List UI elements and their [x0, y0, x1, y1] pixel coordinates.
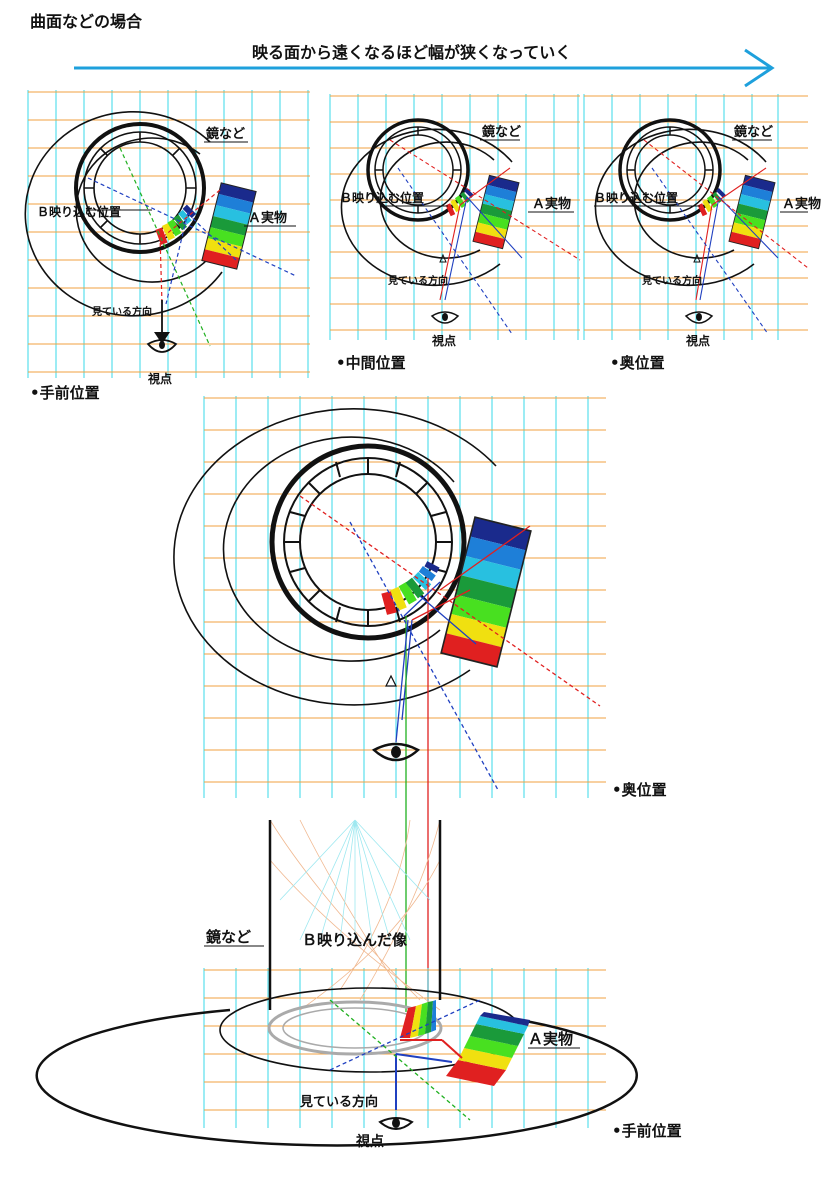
viewing-label: 見ている方向 — [91, 305, 152, 318]
panel-caption: •手前位置 — [612, 1122, 682, 1140]
direction-arrow — [74, 48, 775, 88]
reflected-band-large — [381, 561, 440, 615]
image-label: Ｂ映り込んだ像 — [302, 931, 408, 949]
radiating-lines — [269, 819, 441, 1011]
reflect-label: Ｂ映り込む位置 — [37, 204, 121, 219]
reflect-label: Ｂ映り込む位置 — [340, 190, 424, 205]
image-band — [400, 1000, 436, 1038]
panel-large-top: •奥位置 — [173, 396, 667, 1040]
object-label: Ａ実物 — [528, 1030, 573, 1048]
panel-caption: •手前位置 — [30, 384, 100, 402]
eye-label: 視点 — [431, 333, 456, 348]
object-label: Ａ実物 — [248, 210, 287, 226]
mirror-label: 鏡など — [482, 124, 521, 140]
real-object-band — [446, 1012, 530, 1086]
reflect-label: Ｂ映り込む位置 — [594, 190, 678, 205]
panel-caption: •奥位置 — [610, 354, 665, 372]
panel-perspective: 鏡など Ｂ映り込んだ像 Ａ実物 見ている方向 視点 •手前位置 — [35, 819, 682, 1150]
viewing-label: 見ている方向 — [299, 1094, 378, 1110]
object-label: Ａ実物 — [532, 196, 571, 212]
mirror-label: 鏡など — [206, 928, 251, 946]
panel-caption: •奥位置 — [612, 781, 667, 799]
mirror-label: 鏡など — [734, 124, 773, 140]
eye-label: 視点 — [147, 371, 172, 386]
arrow-caption: 映る面から遠くなるほど幅が狭くなっていく — [252, 43, 571, 62]
mirror-label: 鏡など — [206, 126, 245, 142]
panel-caption: •中間位置 — [336, 354, 406, 372]
panel-back: 鏡など Ｂ映り込む位置 Ａ実物 見ている方向 視点 •奥位置 — [583, 94, 821, 372]
object-label: Ａ実物 — [782, 196, 821, 212]
viewing-label: 見ている方向 — [641, 274, 702, 287]
panel-front: 鏡など Ｂ映り込む位置 Ａ実物 見ている方向 視点 •手前位置 — [24, 90, 310, 402]
eye-label: 視点 — [685, 333, 710, 348]
panel-middle: 鏡など Ｂ映り込む位置 Ａ実物 見ている方向 視点 •中間位置 — [329, 94, 581, 372]
viewing-label: 見ている方向 — [387, 274, 448, 287]
eye-label: 視点 — [355, 1133, 384, 1150]
page-title: 曲面などの場合 — [30, 12, 143, 31]
